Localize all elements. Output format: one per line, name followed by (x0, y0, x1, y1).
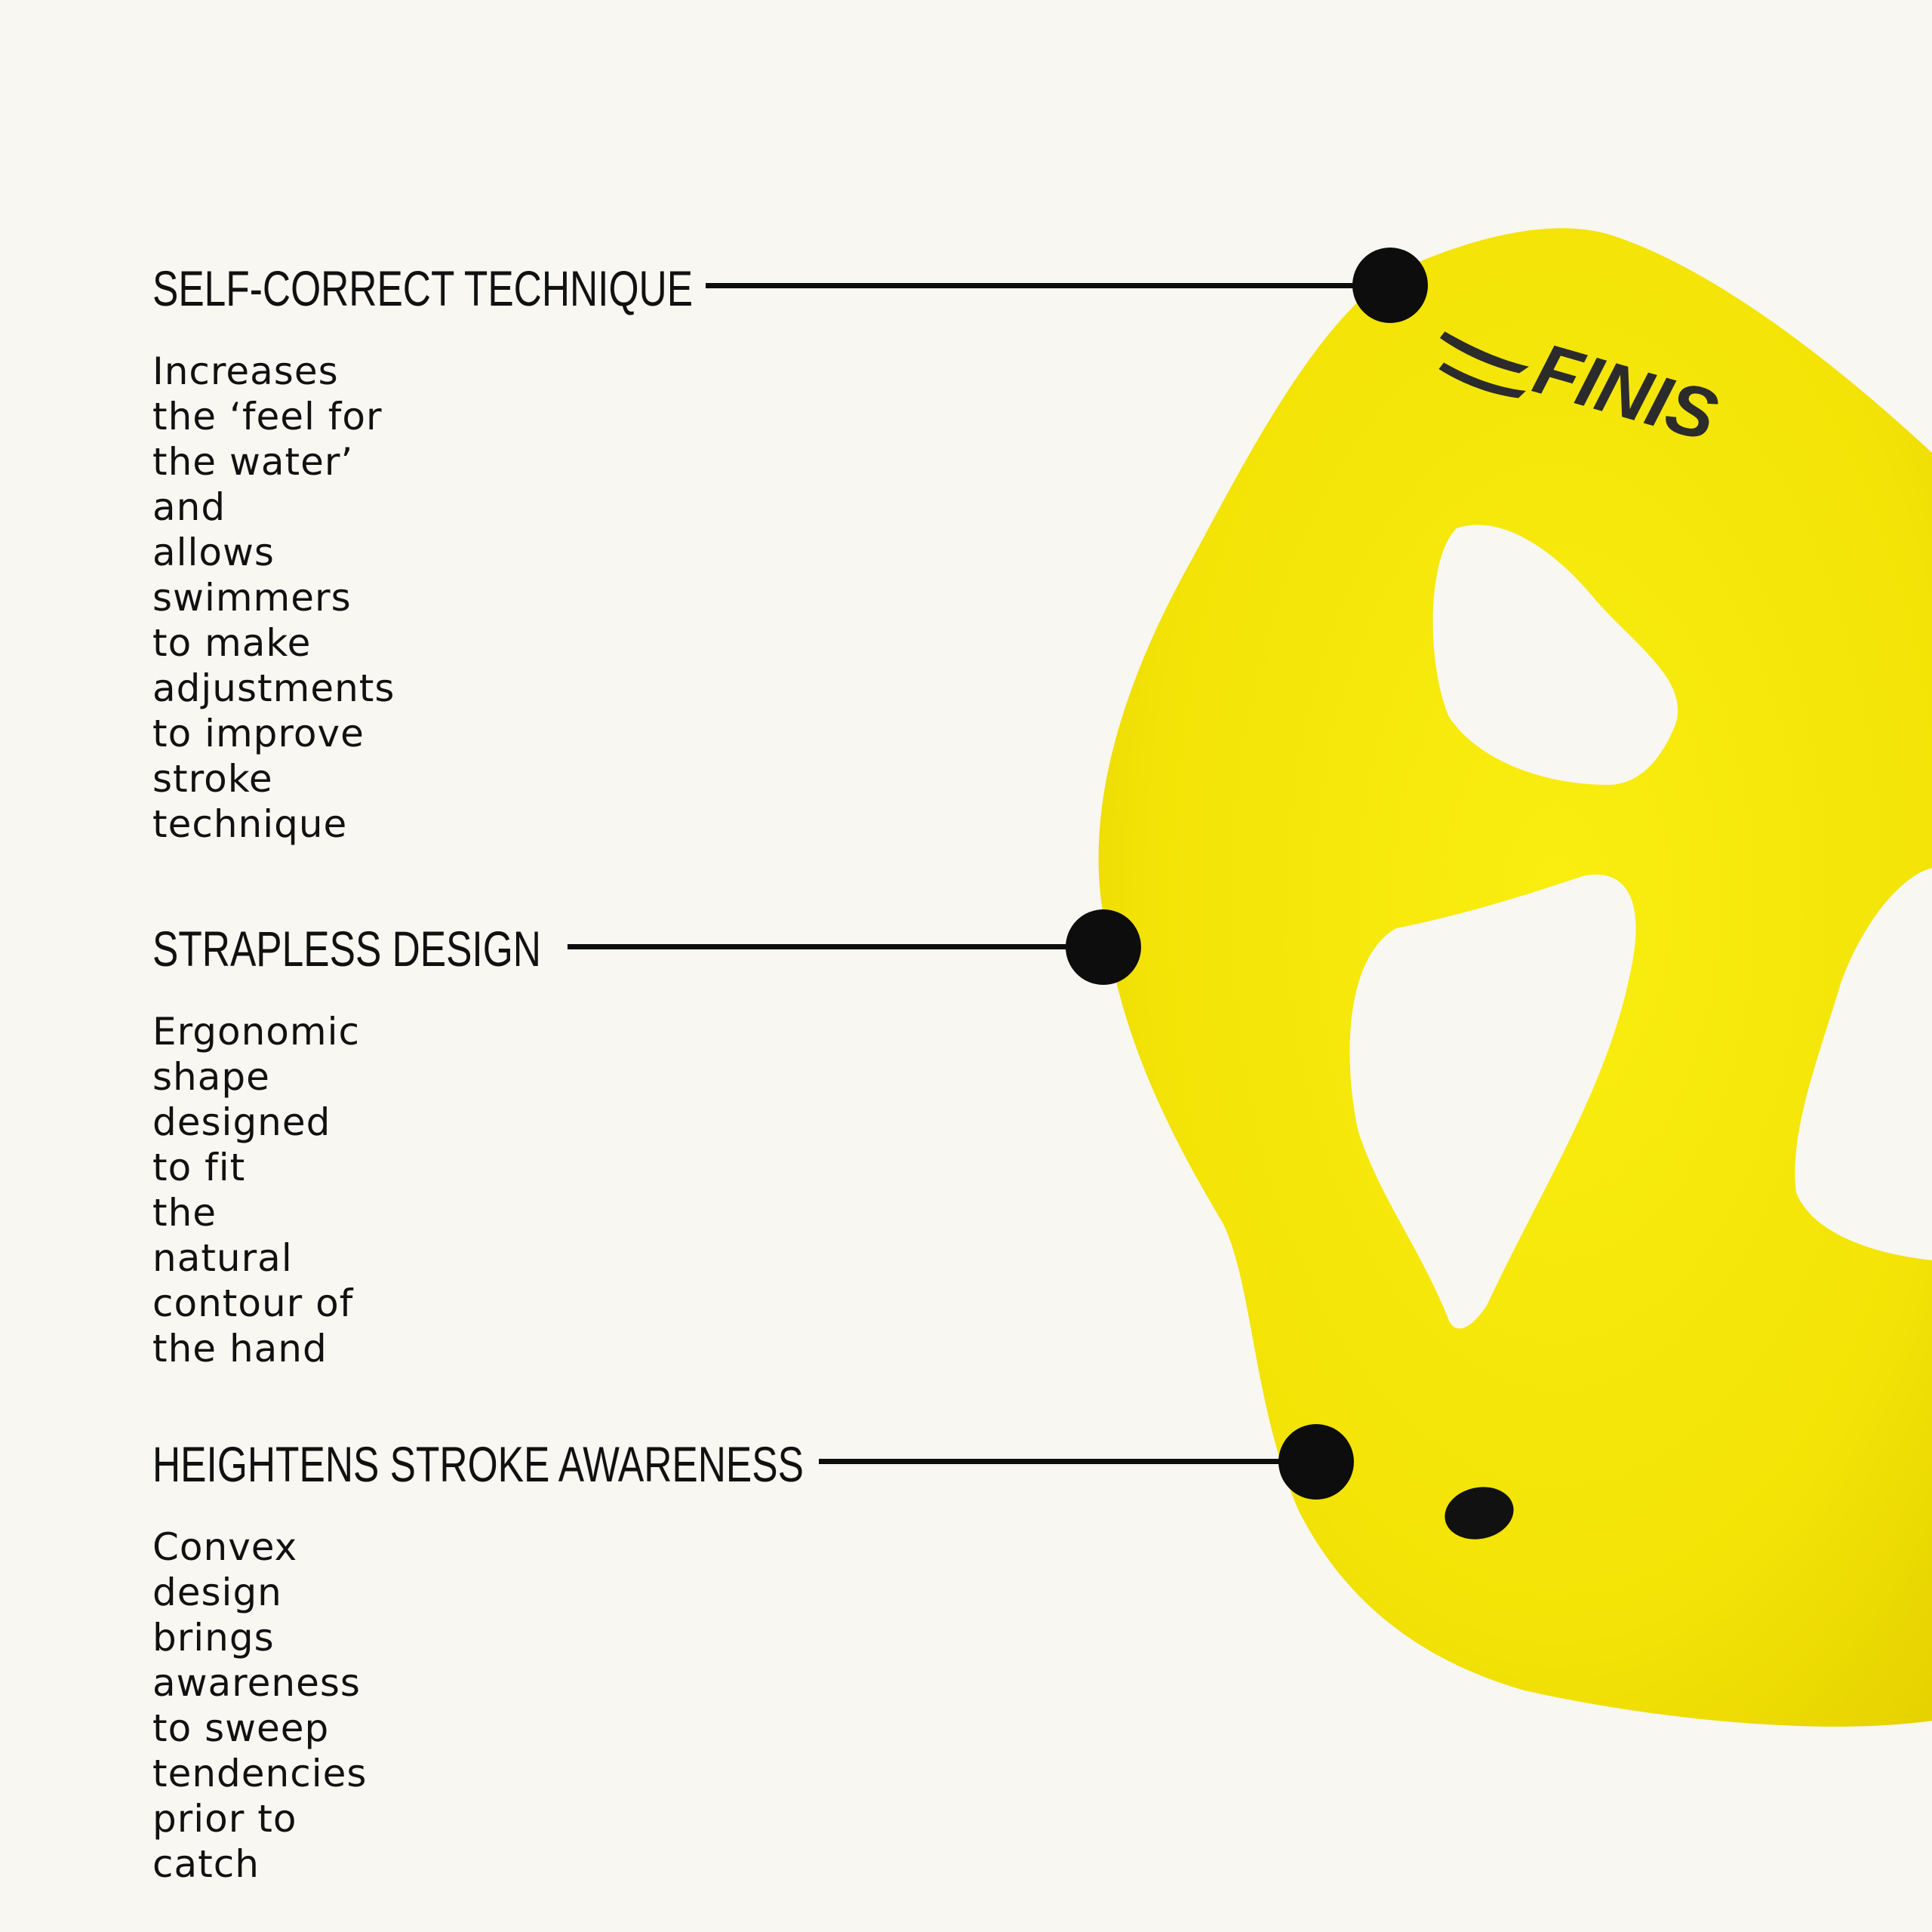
finger-hole-right (1795, 868, 1932, 1260)
feature-title: STRAPLESS DESIGN (152, 921, 541, 977)
finger-hole-lower (1349, 874, 1636, 1329)
finger-hole-upper (1432, 525, 1678, 785)
leader-line (819, 1459, 1317, 1464)
leader-dot (1352, 248, 1428, 323)
vent-hole (1444, 1487, 1514, 1540)
leader-line (568, 944, 1103, 949)
feature-description: Increases the ‘feel for the water’ and a… (152, 349, 395, 846)
feature-description: Convex design brings awareness to sweep … (152, 1525, 368, 1886)
feature-description: Ergonomic shape designed to fit the natu… (152, 1010, 360, 1371)
feature-title: HEIGHTENS STROKE AWARENESS (152, 1436, 804, 1492)
leader-line (706, 283, 1392, 288)
logo-swoosh-icon (1439, 331, 1529, 374)
leader-dot (1066, 909, 1141, 985)
feature-title: SELF-CORRECT TECHNIQUE (152, 260, 694, 316)
leader-dot (1278, 1424, 1354, 1500)
